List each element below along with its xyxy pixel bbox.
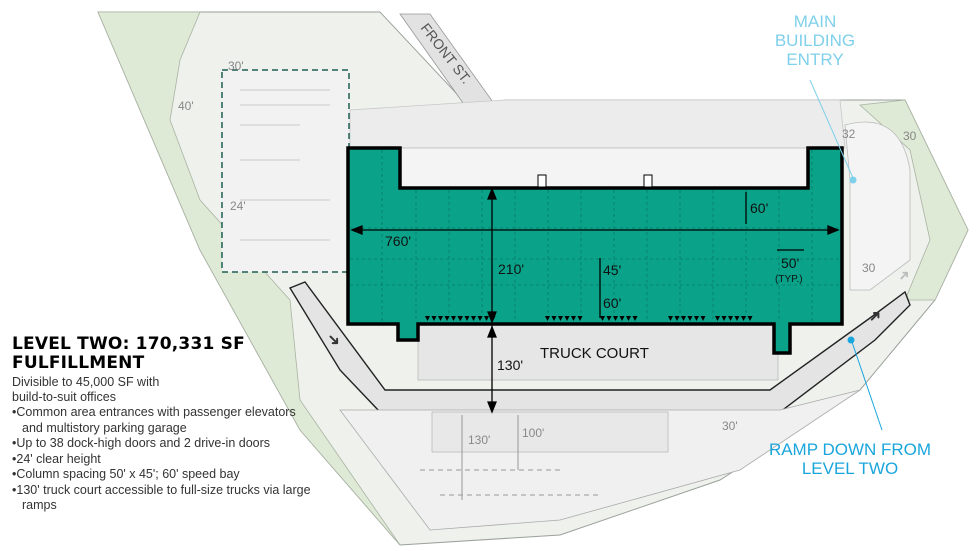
dock-door-icon (700, 316, 706, 321)
ramp-leader-line (851, 341, 883, 431)
upper-paving (349, 99, 846, 149)
feature-item: 24' clear height (12, 452, 312, 468)
dock-door-icon (438, 316, 443, 321)
right-30-mid-dim: 30 (862, 261, 876, 275)
entry-marker (849, 176, 857, 184)
dock-door-icon (728, 316, 733, 321)
callout-line: MAIN (793, 12, 837, 31)
dock-door-icon (564, 316, 570, 321)
dock-door-icon (558, 316, 563, 321)
dock-door-icon (606, 316, 612, 321)
dock-door-icon (451, 316, 456, 321)
feature-item: Common area entrances with passenger ele… (12, 405, 312, 436)
main-entry-callout: MAIN BUILDING ENTRY (770, 12, 860, 69)
column-width-dim: 50' (781, 255, 799, 271)
title-line: LEVEL TWO: 170,331 SF (12, 334, 245, 354)
title-line: FULFILLMENT (12, 353, 145, 373)
speed-bay-bottom-dim: 60' (603, 295, 621, 311)
right-parking-loop (844, 121, 911, 291)
lower-dimension-lines (420, 415, 600, 500)
feature-item: 130' truck court accessible to full-size… (12, 483, 312, 514)
right-32-dim: 32 (842, 127, 856, 141)
dock-door-icon (747, 316, 753, 321)
right-30-top-dim: 30 (903, 129, 917, 143)
callout-line: ENTRY (786, 50, 844, 69)
building-footprint (346, 146, 844, 355)
lower-truck-court (431, 411, 669, 453)
dock-door-icon (431, 316, 437, 321)
dock-door-icon (619, 316, 625, 321)
depth-dim: 210' (498, 261, 524, 277)
dock-door-icon (626, 316, 631, 321)
feature-list: Common area entrances with passenger ele… (12, 405, 312, 514)
dock-door-icon (464, 316, 470, 321)
dock-door-icon (484, 316, 489, 321)
truck-court (417, 323, 779, 381)
landscape-right (859, 99, 969, 301)
callout-line: LEVEL TWO (801, 459, 899, 478)
column-grid (350, 150, 840, 322)
subtitle-line: build-to-suit offices (12, 390, 116, 404)
dock-door-icon (571, 316, 576, 321)
dock-door-icon (458, 316, 463, 321)
truck-court-depth-dim: 130' (497, 357, 523, 373)
dock-door-icon (425, 316, 430, 321)
dock-door-icon (545, 316, 550, 321)
speed-bay-top-dim: 60' (750, 200, 768, 216)
column-bay-dim: 45' (603, 262, 621, 278)
garage-stalls (240, 89, 330, 241)
dock-door-icon (681, 316, 686, 321)
parking-strip-top (399, 147, 809, 189)
dock-door-icon (721, 316, 727, 321)
typ-label: (TYP.) (775, 274, 803, 285)
dock-door-icon (734, 316, 740, 321)
parking-garage-area (221, 69, 350, 273)
landscape-left (97, 11, 401, 546)
entry-leader-line (809, 79, 854, 179)
subtitle-line: Divisible to 45,000 SF with (12, 375, 160, 389)
stair-icon (643, 174, 653, 188)
truck-court-label: TRUCK COURT (540, 345, 649, 362)
garage-40-dim: 40' (178, 99, 194, 113)
dimension-lines (350, 187, 840, 414)
lower-100-dim: 100' (522, 426, 544, 440)
callout-line: BUILDING (774, 31, 856, 50)
dock-door-icon (577, 316, 583, 321)
feature-item: Up to 38 dock-high doors and 2 drive-in … (12, 436, 312, 452)
dock-door-icon (632, 316, 638, 321)
dock-doors (425, 316, 753, 321)
garage-30-dim: 30' (228, 59, 244, 73)
callout-line: RAMP DOWN FROM (768, 440, 932, 459)
dock-door-icon (687, 316, 693, 321)
dock-door-icon (600, 316, 605, 321)
dock-door-icon (694, 316, 699, 321)
dock-door-icon (471, 316, 476, 321)
dock-door-icon (551, 316, 557, 321)
feature-item: Column spacing 50' x 45'; 60' speed bay (12, 467, 312, 483)
dock-door-icon (444, 316, 450, 321)
dock-door-icon (715, 316, 720, 321)
bottom-30-dim: 30' (722, 419, 738, 433)
dock-door-icon (613, 316, 618, 321)
stair-icon (537, 174, 547, 188)
ramp-callout: RAMP DOWN FROM LEVEL TWO (760, 440, 940, 478)
dock-door-icon (741, 316, 746, 321)
ramp-marker (847, 336, 855, 344)
garage-24-dim: 24' (230, 199, 246, 213)
length-dim: 760' (385, 233, 411, 249)
dock-door-icon (668, 316, 673, 321)
lower-130-dim: 130' (468, 433, 490, 447)
dock-door-icon (674, 316, 680, 321)
dock-door-icon (477, 316, 483, 321)
